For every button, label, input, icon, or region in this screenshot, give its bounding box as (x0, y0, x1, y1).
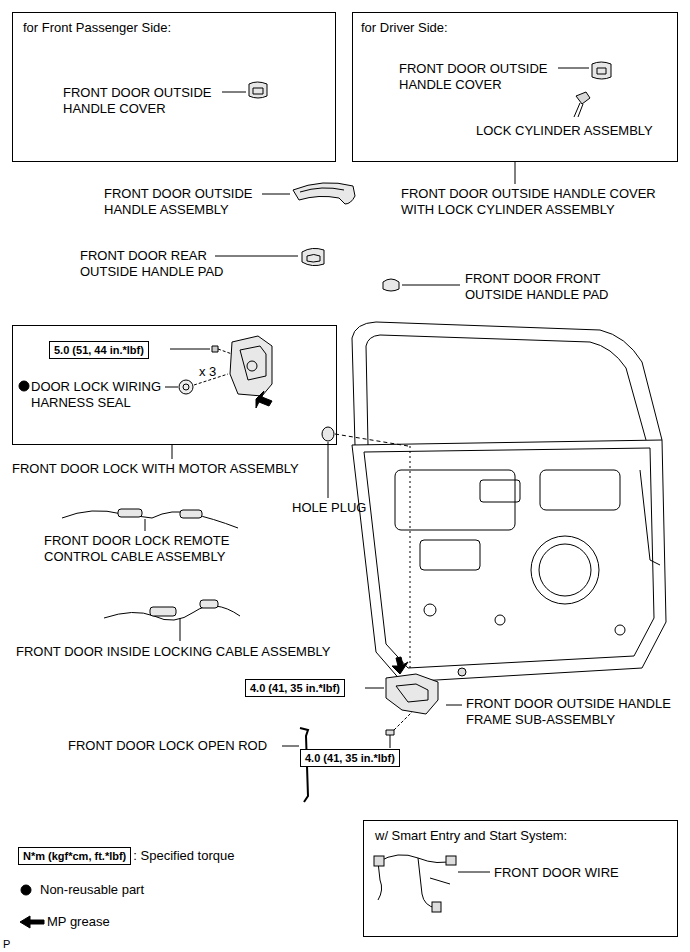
part-name: FRONT DOOR OUTSIDE HANDLE COVER WITH LOC… (401, 186, 681, 218)
part-name: LOCK CYLINDER ASSEMBLY (476, 123, 653, 139)
part-name: x 3 (199, 364, 216, 380)
part-name: FRONT DOOR OUTSIDE HANDLE COVER (399, 61, 564, 93)
box-heading: for Front Passenger Side: (23, 20, 171, 36)
page-code: P (3, 936, 10, 952)
torque-value: N*m (kgf*cm, ft.*lbf) (23, 850, 126, 862)
legend-text: Non-reusable part (40, 882, 144, 898)
part-name: FRONT DOOR OUTSIDE HANDLE FRAME SUB-ASSE… (466, 696, 686, 728)
torque-value: 5.0 (51, 44 in.*lbf) (54, 344, 144, 356)
part-name: FRONT DOOR REAR OUTSIDE HANDLE PAD (80, 248, 260, 280)
part-name: FRONT DOOR LOCK REMOTE CONTROL CABLE ASS… (44, 533, 249, 565)
box-heading: for Driver Side: (361, 20, 448, 36)
variant-box: for Driver Side: FRONT DOOR OUTSIDE HANDL… (352, 12, 678, 162)
torque-value: 4.0 (41, 35 in.*lbf) (305, 752, 395, 764)
part-name: FRONT DOOR OUTSIDE HANDLE COVER (63, 85, 228, 117)
torque-box: 4.0 (41, 35 in.*lbf) (300, 749, 400, 767)
torque-box: N*m (kgf*cm, ft.*lbf) (18, 847, 131, 865)
torque-value: 4.0 (41, 35 in.*lbf) (250, 682, 340, 694)
part-name: HOLE PLUG (292, 500, 366, 516)
torque-box: 5.0 (51, 44 in.*lbf) (49, 341, 149, 359)
part-name: FRONT DOOR LOCK OPEN ROD (68, 738, 267, 754)
legend-text: : Specified torque (133, 848, 234, 864)
variant-box: for Front Passenger Side: FRONT DOOR OUTS… (12, 12, 336, 162)
legend-text: MP grease (47, 914, 110, 930)
variant-box: x 3 DOOR LOCK WIRING HARNESS SEAL 5.0 (51,… (12, 325, 337, 445)
part-name: FRONT DOOR LOCK WITH MOTOR ASSEMBLY (12, 461, 299, 477)
variant-box: w/ Smart Entry and Start System: FRONT DO… (363, 820, 678, 937)
box-heading: w/ Smart Entry and Start System: (375, 828, 567, 844)
torque-box: 4.0 (41, 35 in.*lbf) (245, 679, 345, 697)
part-name: FRONT DOOR INSIDE LOCKING CABLE ASSEMBLY (16, 644, 330, 660)
part-name: FRONT DOOR OUTSIDE HANDLE ASSEMBLY (104, 186, 269, 218)
part-name: FRONT DOOR WIRE (494, 865, 619, 881)
part-name: FRONT DOOR FRONT OUTSIDE HANDLE PAD (465, 271, 655, 303)
part-name: DOOR LOCK WIRING HARNESS SEAL (31, 379, 181, 411)
